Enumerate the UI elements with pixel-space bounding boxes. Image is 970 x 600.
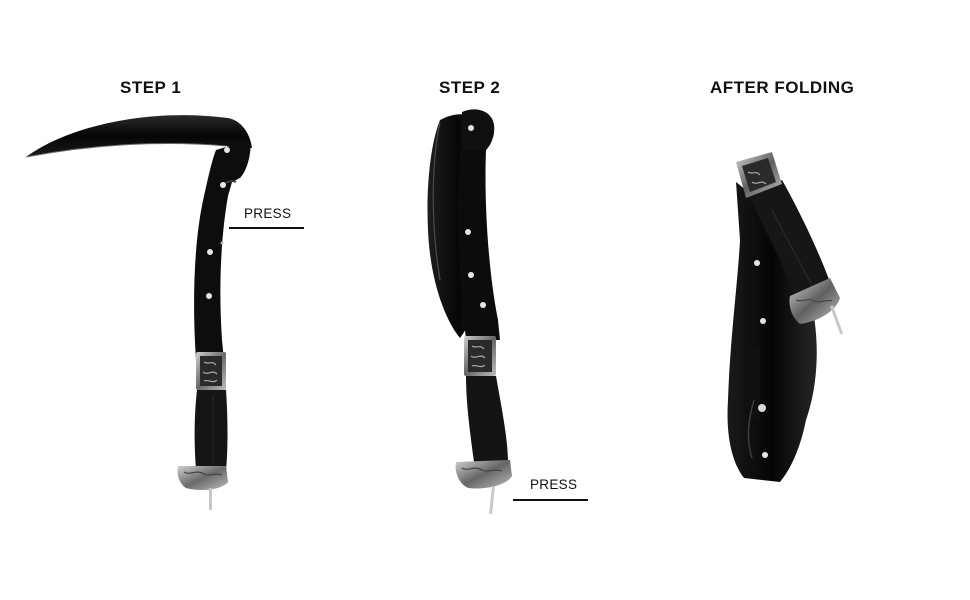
after-folding-title: AFTER FOLDING: [710, 78, 855, 97]
step-2-press-label: PRESS: [530, 477, 578, 492]
step-1-press-label: PRESS: [244, 206, 292, 221]
step-2-title: STEP 2: [439, 78, 501, 97]
step-1-press-line: [229, 227, 304, 229]
step-2-press-line: [513, 499, 588, 501]
step-1-title: STEP 1: [120, 78, 182, 97]
